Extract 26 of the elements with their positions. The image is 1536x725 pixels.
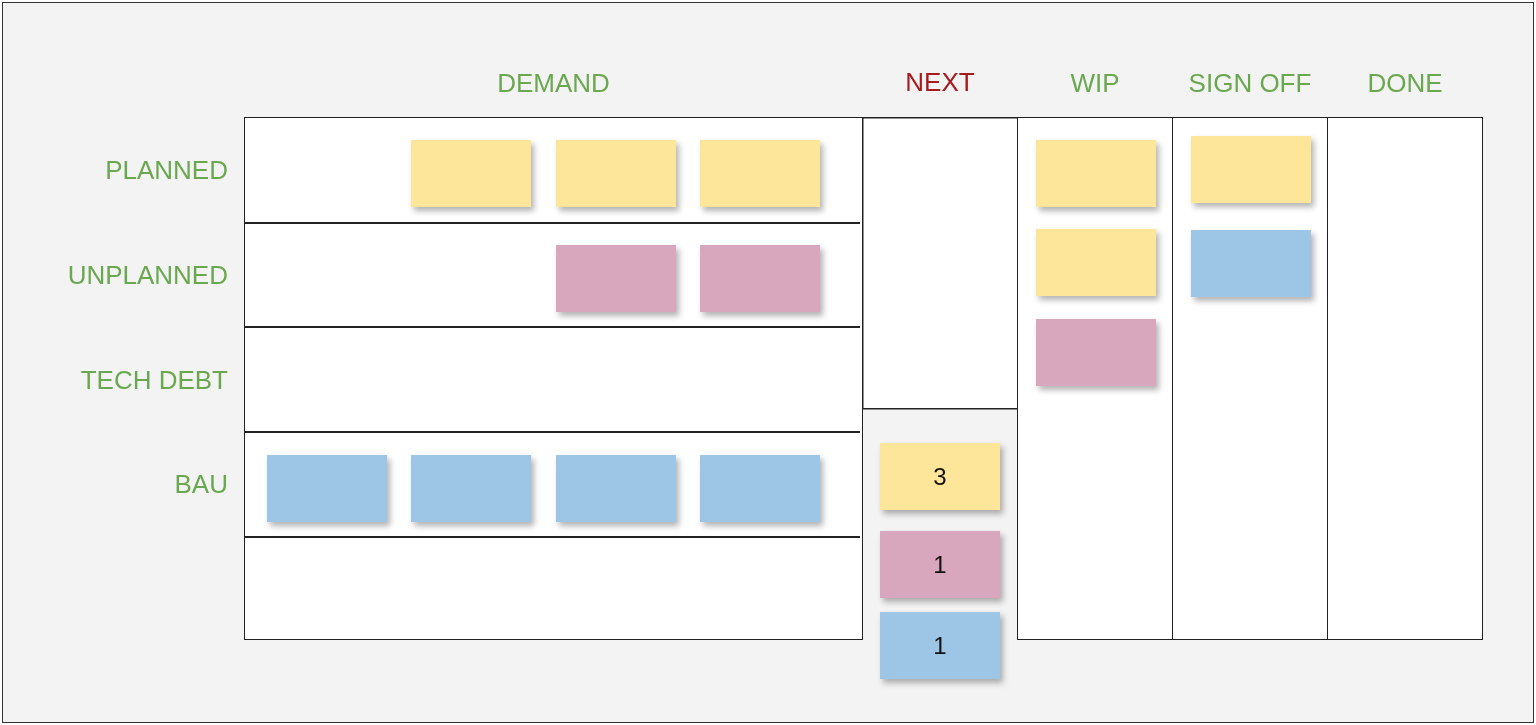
row-label: UNPLANNED	[67, 259, 228, 291]
sticky-note	[556, 455, 676, 522]
sticky-note	[1036, 229, 1156, 296]
sticky-note	[1191, 136, 1311, 203]
row-label: BAU	[174, 468, 228, 500]
sticky-note	[1036, 319, 1156, 386]
column-header: WIP	[1070, 68, 1120, 99]
row-label: PLANNED	[105, 154, 228, 186]
sticky-note: 1	[880, 531, 1000, 598]
sticky-note	[1036, 140, 1156, 207]
row-label: TECH DEBT	[80, 364, 228, 396]
sticky-note: 3	[880, 443, 1000, 510]
sticky-note	[556, 140, 676, 207]
sticky-note	[1191, 230, 1311, 297]
column-header: NEXT	[905, 67, 975, 98]
column-header: DEMAND	[497, 68, 610, 99]
sticky-note	[700, 245, 820, 312]
sticky-note	[411, 455, 531, 522]
sticky-note	[411, 140, 531, 207]
sticky-note	[700, 140, 820, 207]
sticky-note	[556, 245, 676, 312]
sticky-note: 1	[880, 612, 1000, 679]
column-header: SIGN OFF	[1188, 68, 1312, 99]
sticky-note	[700, 455, 820, 522]
column-header: DONE	[1367, 68, 1443, 99]
sticky-note	[267, 455, 387, 522]
